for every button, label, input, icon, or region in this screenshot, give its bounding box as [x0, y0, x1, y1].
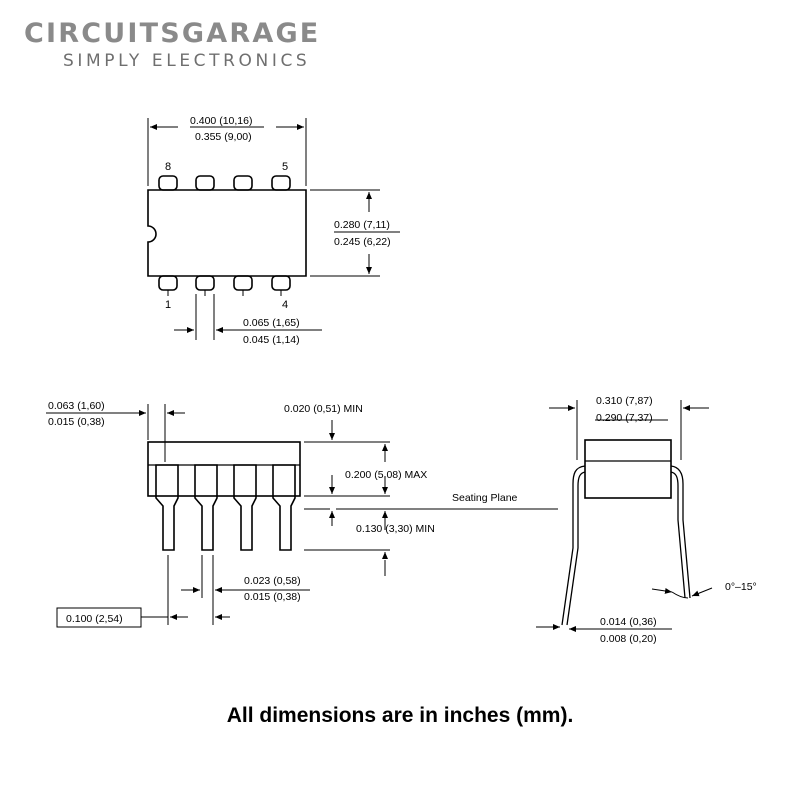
end-view-lead-left: [561, 465, 586, 626]
side-view-lead-1: [155, 464, 179, 551]
top-view-pin-4: [271, 275, 291, 291]
side-view-lead-2: [194, 464, 218, 551]
seating-plane-label: Seating Plane: [452, 492, 518, 504]
pin-label-4: 4: [282, 299, 288, 311]
lead-width-max: 0.023 (0,58): [244, 575, 301, 587]
pitch-dim: 0.100 (2,54): [66, 613, 123, 625]
side-view-lead-3: [233, 464, 257, 551]
side-view-body: [147, 441, 301, 497]
top-view: [147, 175, 307, 296]
pin-width-max: 0.065 (1,65): [243, 317, 300, 329]
pin-label-1: 1: [165, 299, 171, 311]
lead-length-dim: 0.130 (3,30) MIN: [356, 523, 435, 535]
top-view-pin-3: [233, 275, 253, 291]
body-length-max: 0.400 (10,16): [190, 115, 252, 127]
side-view-lead-4: [272, 464, 296, 551]
top-view-pin-6: [233, 175, 253, 191]
units-note: All dimensions are in inches (mm).: [226, 704, 574, 727]
top-view-pin-1: [158, 275, 178, 291]
pin-label-5: 5: [282, 161, 288, 173]
brand-tagline: SIMPLY ELECTRONICS: [63, 51, 311, 71]
standoff-dim: 0.020 (0,51) MIN: [284, 403, 363, 415]
body-width-max: 0.280 (7,11): [334, 219, 390, 231]
end-view-lead-right: [670, 465, 691, 599]
lead-thickness-min: 0.008 (0,20): [600, 633, 657, 645]
end-lead-max: 0.063 (1,60): [48, 400, 105, 412]
top-view-pin-7: [195, 175, 215, 191]
lead-thickness-max: 0.014 (0,36): [600, 616, 657, 628]
row-spacing-min: 0.290 (7,37): [596, 412, 653, 424]
end-lead-min: 0.015 (0,38): [48, 416, 105, 428]
height-dim: 0.200 (5,08) MAX: [345, 469, 427, 481]
side-view: [147, 441, 301, 551]
body-width-min: 0.245 (6,22): [334, 236, 391, 248]
body-length-min: 0.355 (9,00): [195, 131, 252, 143]
pin-width-min: 0.045 (1,14): [243, 334, 300, 346]
top-view-body: [147, 189, 307, 277]
top-view-pin-5: [271, 175, 291, 191]
row-spacing-max: 0.310 (7,87): [596, 395, 653, 407]
lead-width-min: 0.015 (0,38): [244, 591, 301, 603]
pin-label-8: 8: [165, 161, 171, 173]
angle-dim: 0°–15°: [725, 581, 757, 593]
end-view: [561, 439, 691, 626]
top-view-pin-2: [195, 275, 215, 291]
top-view-pin-8: [158, 175, 178, 191]
brand-title: CIRCUITSGARAGE: [24, 18, 321, 49]
end-view-body: [584, 439, 672, 499]
